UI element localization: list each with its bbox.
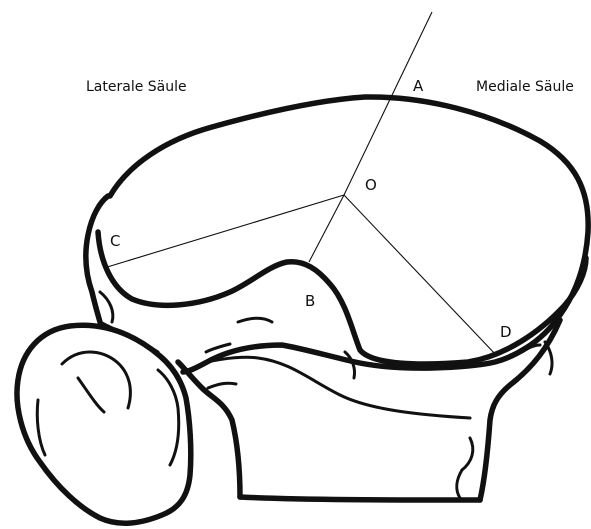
point-d-label: D bbox=[500, 323, 512, 341]
lateral-column-label: Laterale Säule bbox=[86, 79, 187, 95]
detail-stroke bbox=[100, 322, 158, 352]
point-a-label: A bbox=[413, 77, 424, 95]
line-o-to-d bbox=[344, 195, 497, 356]
base-bottom-contour bbox=[240, 497, 480, 500]
cuboid-detail-stroke bbox=[78, 378, 104, 412]
line-o-to-c bbox=[104, 195, 344, 268]
line-o-to-b bbox=[309, 195, 344, 262]
point-b-label: B bbox=[305, 292, 315, 310]
line-o-to-a bbox=[344, 12, 432, 195]
point-c-label: C bbox=[110, 232, 120, 250]
inner-detail-strokes bbox=[37, 292, 552, 498]
cuboid-detail-stroke bbox=[37, 400, 45, 455]
detail-stroke bbox=[208, 383, 236, 388]
bone-outline bbox=[17, 97, 588, 523]
point-o-label: O bbox=[365, 176, 377, 194]
labels: Laterale Säule Mediale Säule A O C B D bbox=[86, 77, 574, 341]
detail-stroke bbox=[462, 438, 473, 470]
detail-stroke bbox=[345, 352, 355, 378]
detail-stroke bbox=[100, 292, 113, 322]
detail-stroke bbox=[238, 318, 272, 322]
posterior-facet-contour bbox=[98, 232, 586, 364]
cuboid-detail-stroke bbox=[158, 370, 179, 465]
main-outer-contour bbox=[110, 97, 588, 372]
cuboid-detail-stroke bbox=[62, 352, 130, 408]
detail-stroke bbox=[457, 470, 462, 498]
medial-column-label: Mediale Säule bbox=[476, 79, 574, 95]
